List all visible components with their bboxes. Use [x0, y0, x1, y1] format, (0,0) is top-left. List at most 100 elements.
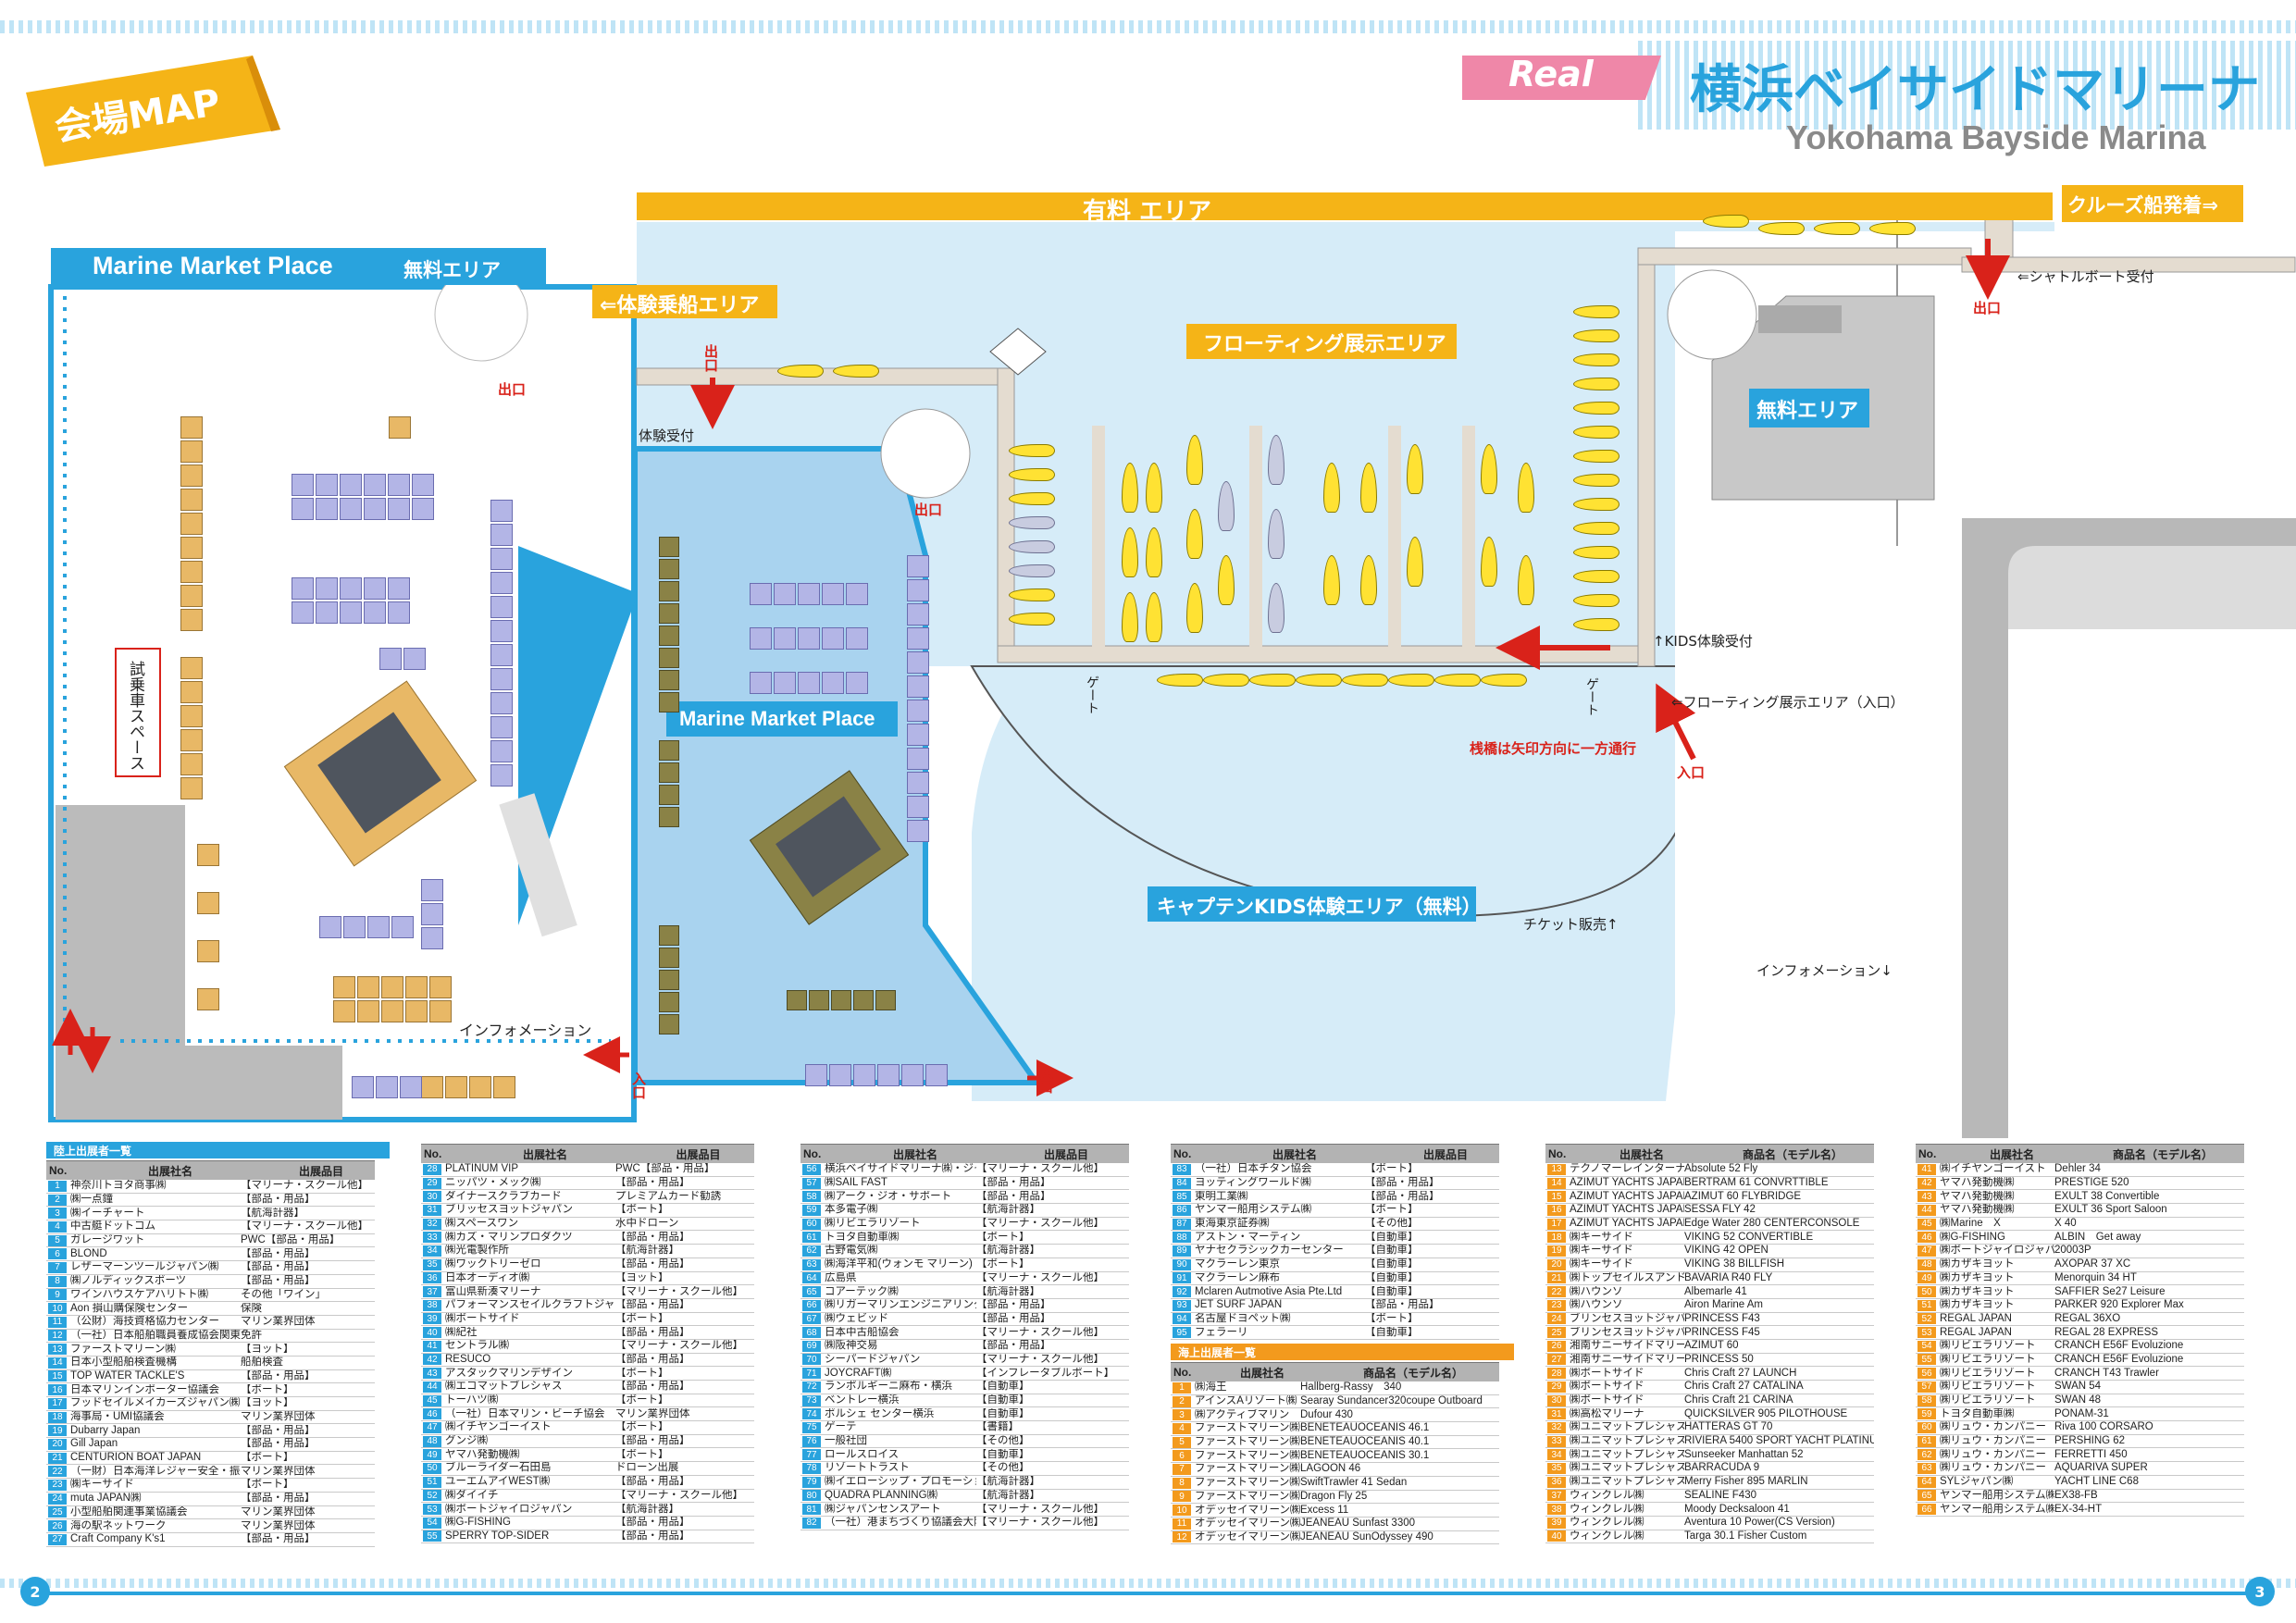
exhibitor-name: ㈱リビエラリゾート	[1940, 1367, 2036, 1379]
row-number: 63	[802, 1258, 821, 1270]
row-number: 35	[1547, 1462, 1566, 1474]
row-number: 10	[48, 1303, 67, 1315]
exhibitor-name: ㈱カズ・マリンプロダクツ	[445, 1231, 573, 1243]
table-row: 46（一社）日本マリン・ビーチ協会マリン業界団体	[421, 1407, 754, 1422]
exhibitor-item: 【部品・用品】	[615, 1231, 690, 1243]
row-number: 50	[1917, 1286, 1936, 1298]
row-number: 21	[48, 1452, 67, 1464]
exhibitor-item: Absolute 52 Fly	[1684, 1163, 1758, 1175]
exhibitor-name: ㈱ボートサイド	[1570, 1381, 1644, 1393]
row-number: 11	[48, 1316, 67, 1328]
test-ride-label: 試乗車スペース	[126, 661, 144, 771]
exhibitor-item: BENETEAUOCEANIS 30.1	[1300, 1449, 1430, 1461]
exhibitor-item: LAGOON 46	[1300, 1463, 1361, 1475]
row-number: 7	[48, 1261, 67, 1273]
exhibitor-item: AZIMUT 60	[1684, 1340, 1739, 1352]
exhibitor-item: PRINCESS F43	[1684, 1312, 1760, 1324]
row-number: 73	[802, 1394, 821, 1406]
exhibitor-item: その他「ワイン」	[241, 1288, 326, 1300]
exhibitor-name: ㈱ボートジャイロジャパン	[1940, 1245, 2054, 1257]
test-ride-box	[115, 648, 161, 777]
exhibitor-name: ダイナースクラブカード	[445, 1190, 562, 1202]
exhibitor-name: AZIMUT YACHTS JAPAN	[1570, 1204, 1684, 1216]
row-number: 24	[48, 1493, 67, 1505]
exhibitor-name: ㈱リビエラリゾート	[1940, 1394, 2036, 1406]
exhibitor-item: Dragon Fly 25	[1300, 1490, 1368, 1502]
exhibitor-item: 【マリーナ・スクール他】	[976, 1326, 1104, 1338]
exhibitor-name: PLATINUM VIP	[445, 1163, 519, 1175]
row-number: 52	[423, 1490, 441, 1502]
trial-area-label: ⇐体験乗船エリア	[600, 294, 760, 317]
exhibitor-item: 【ボート】	[976, 1231, 1030, 1243]
row-number: 58	[1917, 1394, 1936, 1406]
row-number: 54	[423, 1517, 441, 1529]
exhibitor-item: 【部品・用品】	[615, 1476, 690, 1488]
row-number: 9	[1173, 1491, 1191, 1503]
row-number: 66	[1917, 1504, 1936, 1516]
exhibitor-item: PWC【部品・用品】	[241, 1234, 341, 1246]
exhibitor-name: ファーストマリーン㈱	[70, 1343, 176, 1355]
row-number: 38	[423, 1299, 441, 1311]
exhibitor-item: SAFFIER Se27 Leisure	[2054, 1285, 2166, 1297]
table-header: No.出展社名出展品目	[46, 1160, 375, 1180]
exhibitor-name: ㈱ユニマットプレシャス	[1570, 1476, 1684, 1488]
exhibitor-name: ㈱ジャパンセンスアート	[825, 1503, 941, 1515]
exhibitor-name: レザーマーンツールジャパン㈱	[70, 1261, 219, 1273]
exhibitor-name: ブルーライダー石田島	[445, 1462, 552, 1474]
exhibitor-item: QUICKSILVER 905 PILOTHOUSE	[1684, 1407, 1848, 1419]
row-number: 16	[1547, 1204, 1566, 1216]
row-number: 94	[1173, 1313, 1191, 1325]
row-number: 2	[48, 1194, 67, 1206]
table-row: 56横浜ベイサイドマリーナ㈱・ジャパンマリーナアライアンス【マリーナ・スクール他…	[800, 1163, 1129, 1177]
exhibitor-item: Chris Craft 21 CARINA	[1684, 1394, 1793, 1406]
row-number: 34	[1547, 1449, 1566, 1461]
row-number: 83	[1173, 1163, 1191, 1175]
exhibitor-name: 日本オーディオ㈱	[445, 1271, 530, 1283]
row-number: 12	[1173, 1531, 1191, 1543]
exhibitor-name: ㈱ユニマットプレシャス	[1570, 1448, 1684, 1460]
exhibitor-name: ㈱リュウ・カンパニー	[1940, 1448, 2046, 1460]
exhibitor-item: 【自動車】	[1365, 1271, 1419, 1283]
row-number: 64	[802, 1272, 821, 1284]
exhibitor-name: 日本中古船協会	[825, 1326, 900, 1338]
row-number: 63	[1917, 1462, 1936, 1474]
kids-area-banner	[1148, 886, 1476, 922]
table-row: 53㈱ボートジャイロジャパン【航海計器】	[421, 1503, 754, 1517]
header-stripe	[0, 20, 2296, 33]
exhibitor-item: 【部品・用品】	[241, 1194, 316, 1206]
table-row: 44㈱エコマットブレシャス【部品・用品】	[421, 1381, 754, 1394]
exhibitor-item: 【部品・用品】	[241, 1369, 316, 1381]
exhibitor-item: 【ボート】	[615, 1312, 669, 1324]
exhibitor-name: ㈱リビエラリゾート	[1940, 1340, 2036, 1352]
row-number: 37	[423, 1286, 441, 1298]
exhibitor-name: ウィンクレル㈱	[1570, 1517, 1644, 1529]
row-number: 33	[423, 1232, 441, 1244]
sea-exhibitors-caption: 海上出展者一覧	[1171, 1344, 1514, 1360]
exhibitor-item: 20003P	[2054, 1245, 2091, 1257]
exhibitor-item: 【航海計器】	[976, 1204, 1040, 1216]
row-number: 32	[1547, 1421, 1566, 1433]
